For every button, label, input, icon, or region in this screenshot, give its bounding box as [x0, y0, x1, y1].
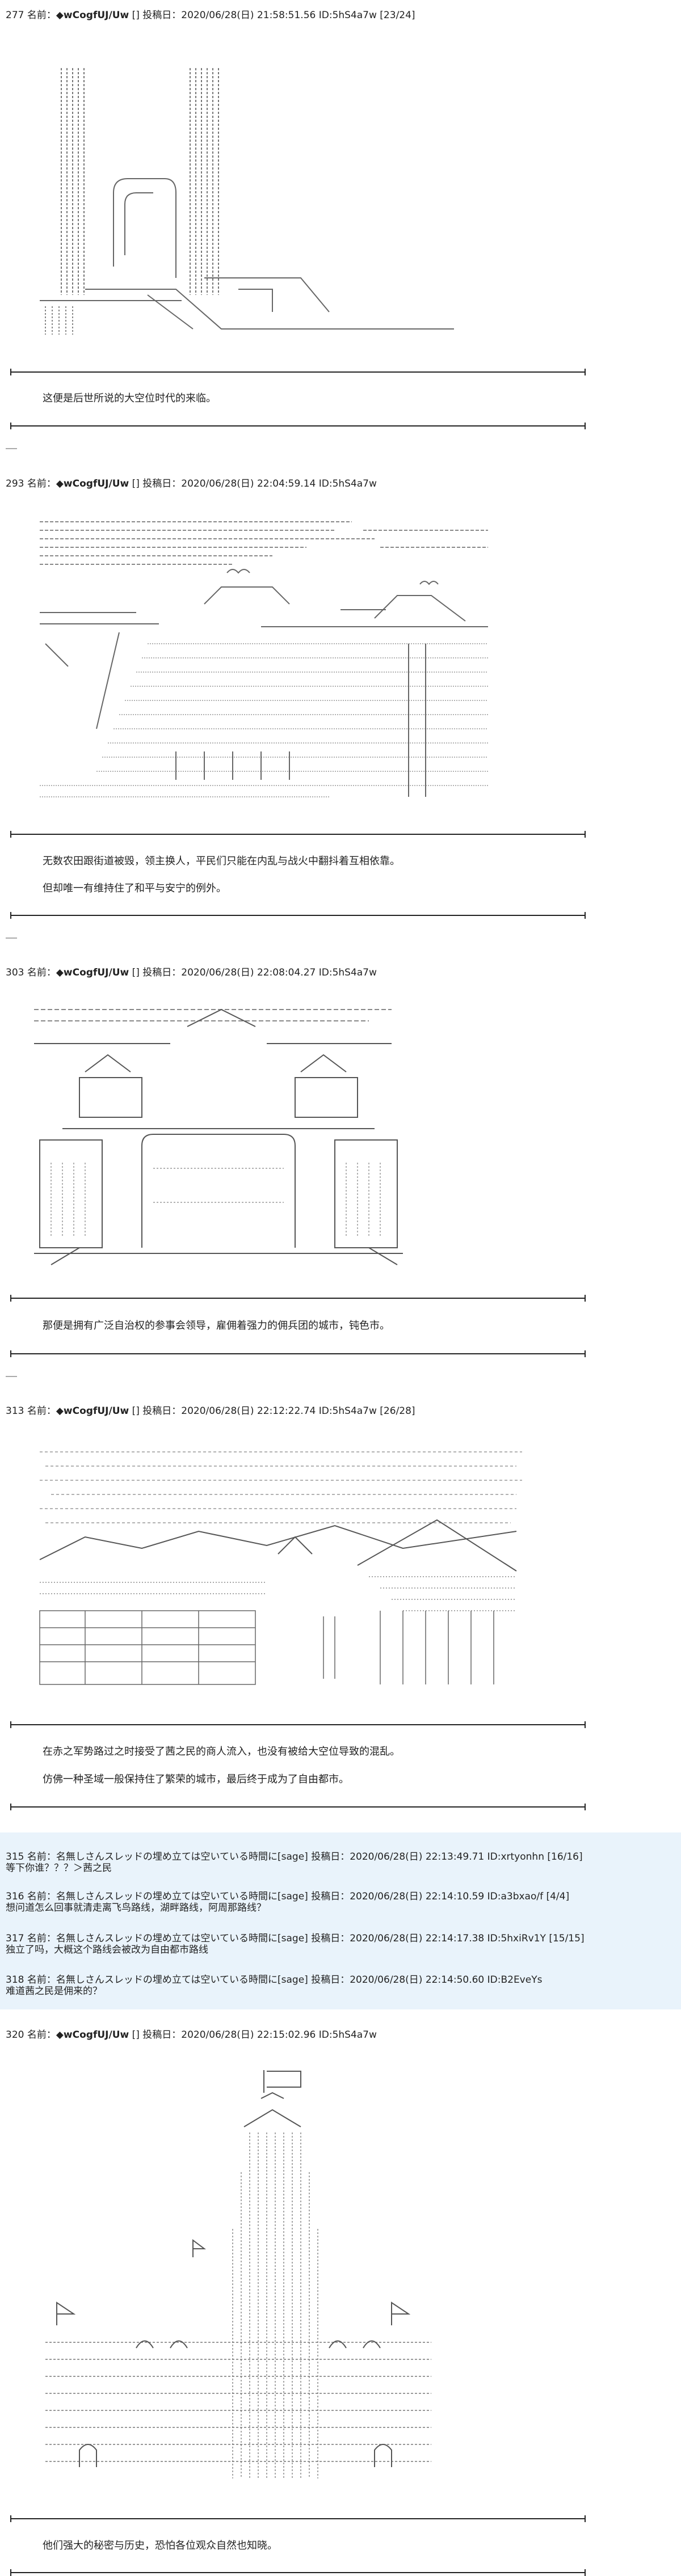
post-header: 313 名前：◆wCogfUJ/Uw [] 投稿日：2020/06/28(日) …	[6, 1405, 415, 1417]
divider-bottom	[10, 1804, 586, 1810]
post-header: 293 名前：◆wCogfUJ/Uw [] 投稿日：2020/06/28(日) …	[6, 478, 377, 489]
divider-bottom	[10, 2569, 586, 2576]
post-meta: [] 投稿日：2020/06/28(日) 22:04:59.14 ID:5hS4…	[132, 478, 377, 489]
reply-meta: 316 名前：名無しさんスレッドの埋め立ては空いている時間に[sage] 投稿日…	[6, 1891, 570, 1902]
caption-line: 无数农田跟街道被毁，领主换人，平民们只能在内乱与战火中翻抖着互相依靠。	[43, 855, 400, 867]
ascii-art-city-gate	[28, 998, 460, 1270]
post-separator	[6, 1376, 17, 1377]
reply-body: 想问道怎么回事就清走离飞鸟路线，湖畔路线，阿周那路线？	[6, 1902, 266, 1914]
divider-bottom	[10, 423, 586, 429]
divider-bottom	[10, 1350, 586, 1357]
ascii-art-panorama	[28, 1441, 528, 1724]
reply-meta: 315 名前：名無しさんスレッドの埋め立ては空いている時間に[sage] 投稿日…	[6, 1851, 583, 1863]
post-number: 293 名前：	[6, 478, 56, 489]
poster-name[interactable]: ◆wCogfUJ/Uw	[56, 10, 129, 21]
poster-name[interactable]: ◆wCogfUJ/Uw	[56, 478, 129, 489]
post-meta: [] 投稿日：2020/06/28(日) 22:15:02.96 ID:5hS4…	[132, 2029, 377, 2041]
divider-top	[10, 831, 586, 838]
ascii-art-town	[34, 513, 499, 820]
post-meta: [] 投稿日：2020/06/28(日) 21:58:51.56 ID:5hS4…	[132, 10, 415, 21]
reply-315: 315 名前：名無しさんスレッドの埋め立ては空いている時間に[sage] 投稿日…	[6, 1851, 583, 1874]
caption-line: 在赤之军势路过之时接受了茜之民的商人流入，也没有被给大空位导致的混乱。	[43, 1746, 400, 1758]
caption-line: 那便是拥有广泛自治权的参事会领导，雇佣着强力的佣兵团的城市，钝色市。	[43, 1320, 390, 1332]
post-separator	[6, 448, 17, 449]
post-header: 277 名前：◆wCogfUJ/Uw [] 投稿日：2020/06/28(日) …	[6, 10, 415, 21]
reply-body: 难道茜之民是佣来的？	[6, 1986, 102, 1997]
poster-name[interactable]: ◆wCogfUJ/Uw	[56, 967, 129, 978]
reply-318: 318 名前：名無しさんスレッドの埋め立ては空いている時間に[sage] 投稿日…	[6, 1974, 542, 1997]
post-meta: [] 投稿日：2020/06/28(日) 22:08:04.27 ID:5hS4…	[132, 967, 377, 978]
reply-316: 316 名前：名無しさんスレッドの埋め立ては空いている時間に[sage] 投稿日…	[6, 1891, 569, 1914]
caption-line: 他们强大的秘密与历史，恐怕各位观众自然也知晓。	[43, 2540, 278, 2552]
post-number: 320 名前：	[6, 2029, 56, 2041]
reply-317: 317 名前：名無しさんスレッドの埋め立ては空いている時間に[sage] 投稿日…	[6, 1933, 585, 1956]
post-separator	[6, 938, 17, 939]
post-header: 303 名前：◆wCogfUJ/Uw [] 投稿日：2020/06/28(日) …	[6, 967, 377, 978]
caption-line: 但却唯一有维持住了和平与安宁的例外。	[43, 882, 226, 894]
ascii-art-castle	[34, 2059, 443, 2501]
post-header: 320 名前：◆wCogfUJ/Uw [] 投稿日：2020/06/28(日) …	[6, 2029, 377, 2041]
divider-bottom	[10, 912, 586, 919]
ascii-art-tower	[34, 62, 465, 346]
divider-top	[10, 1295, 586, 1302]
reply-body: 独立了吗，大概这个路线会被改为自由都市路线	[6, 1944, 208, 1956]
post-number: 313 名前：	[6, 1405, 56, 1417]
divider-top	[10, 369, 586, 375]
reply-meta: 317 名前：名無しさんスレッドの埋め立ては空いている時間に[sage] 投稿日…	[6, 1933, 585, 1944]
post-number: 303 名前：	[6, 967, 56, 978]
divider-top	[10, 1721, 586, 1728]
reply-meta: 318 名前：名無しさんスレッドの埋め立ては空いている時間に[sage] 投稿日…	[6, 1974, 543, 1986]
caption-line: 这便是后世所说的大空位时代的来临。	[43, 392, 216, 404]
caption-line: 仿佛一种圣域一般保持住了繁荣的城市，最后终于成为了自由都市。	[43, 1773, 349, 1785]
divider-top	[10, 2515, 586, 2522]
poster-name[interactable]: ◆wCogfUJ/Uw	[56, 1405, 129, 1417]
poster-name[interactable]: ◆wCogfUJ/Uw	[56, 2029, 129, 2041]
post-number: 277 名前：	[6, 10, 56, 21]
reply-block: 315 名前：名無しさんスレッドの埋め立ては空いている時間に[sage] 投稿日…	[0, 1832, 681, 2009]
post-meta: [] 投稿日：2020/06/28(日) 22:12:22.74 ID:5hS4…	[132, 1405, 415, 1417]
reply-body: 等下你谁？？？＞茜之民	[6, 1863, 112, 1874]
